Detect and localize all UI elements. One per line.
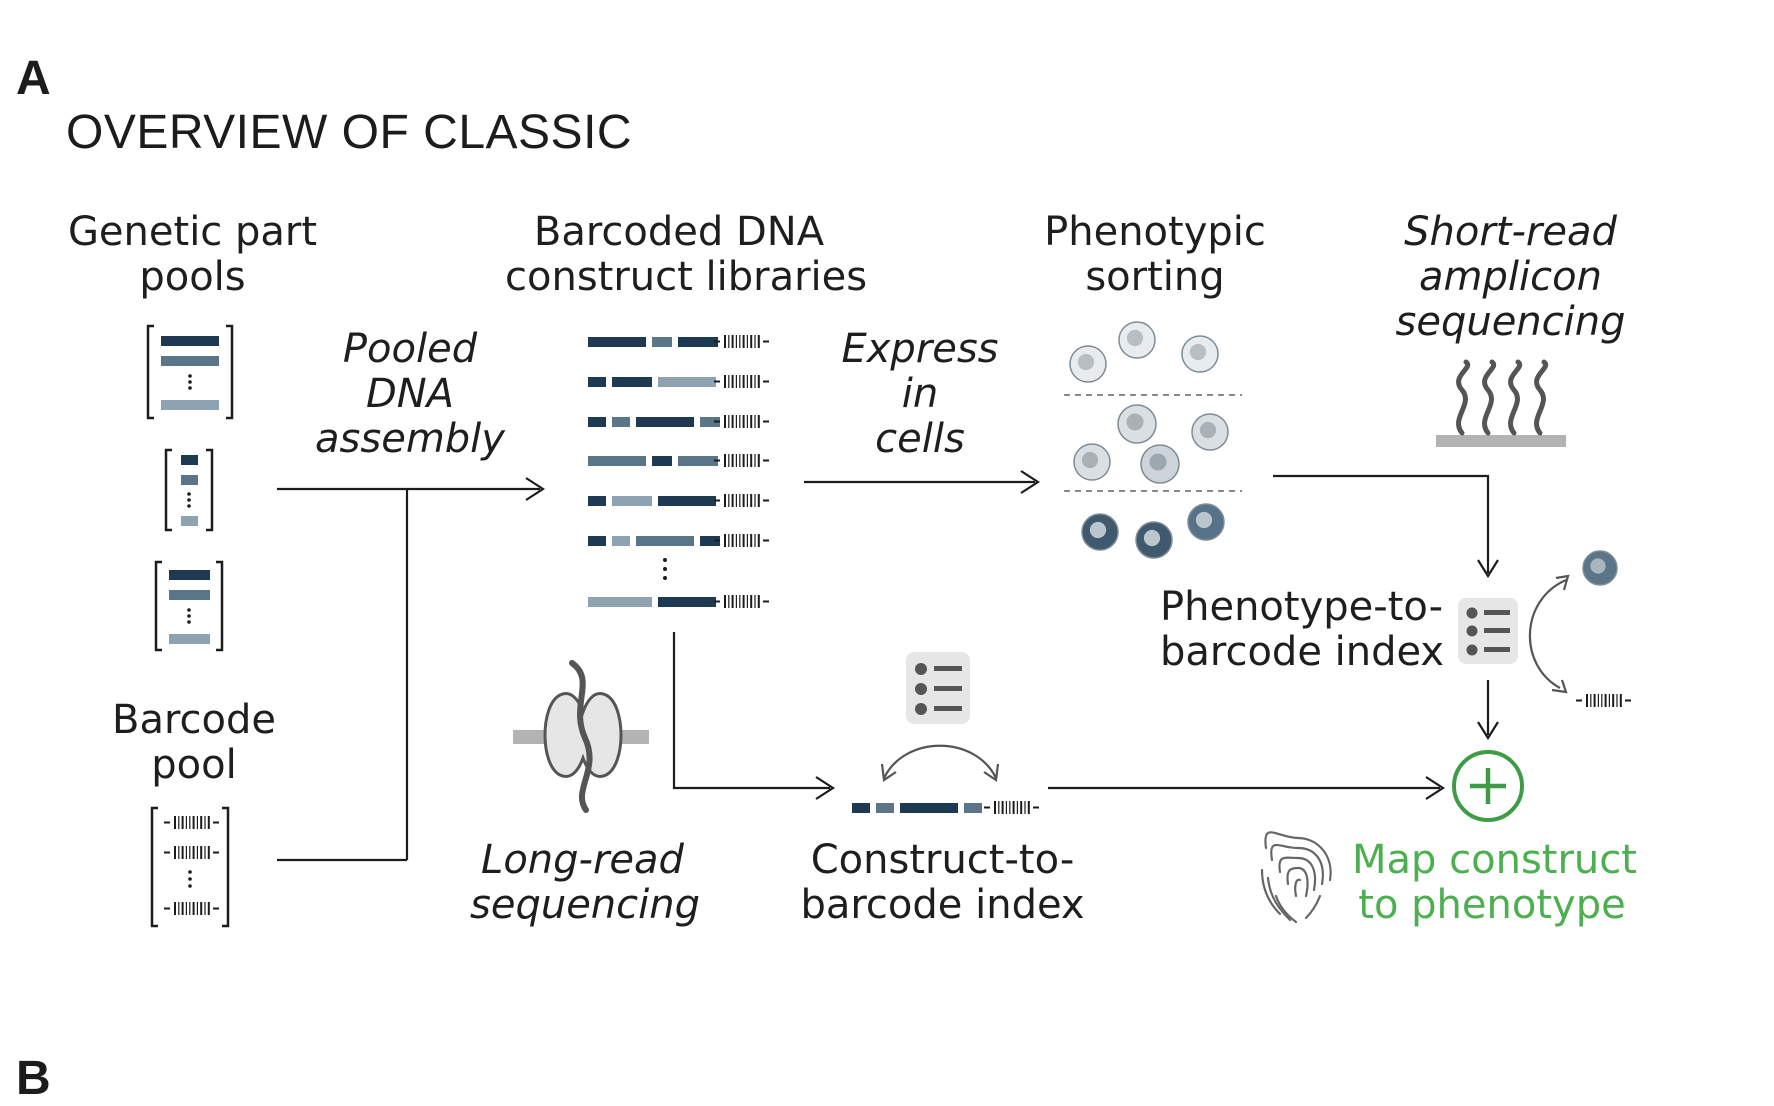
phenotypic-sorting-line-2: sorting bbox=[1085, 253, 1225, 300]
construct-index-line-1: Construct-to- bbox=[810, 837, 1075, 883]
barcode-icon bbox=[1576, 694, 1631, 707]
part-pool-3-icon bbox=[154, 560, 224, 652]
sorting-to-index-arrow bbox=[1273, 474, 1499, 741]
barcoded-libraries-line-1: Barcoded DNA bbox=[533, 209, 825, 255]
construct-library-icon bbox=[588, 335, 769, 608]
map-construct-label: Map construct to phenotype bbox=[1352, 837, 1637, 928]
barcode-pool-label: Barcode pool bbox=[100, 698, 288, 788]
cell-icon bbox=[1069, 345, 1107, 383]
express-in-cells-line-1: Express bbox=[841, 326, 999, 372]
map-construct-line-2: to phenotype bbox=[1358, 881, 1626, 928]
cell-icon bbox=[1582, 550, 1618, 586]
nanopore-icon bbox=[513, 660, 649, 813]
short-read-line-1: Short-read bbox=[1404, 209, 1617, 255]
part-pool-2-icon bbox=[164, 448, 214, 532]
construct-swap-arrow-icon bbox=[880, 744, 1000, 782]
genetic-part-pools-line-2: pools bbox=[139, 253, 246, 300]
construct-row bbox=[588, 335, 769, 348]
barcoded-libraries-label: Barcoded DNA construct libraries bbox=[505, 209, 868, 300]
cell-icon bbox=[1135, 521, 1173, 559]
express-in-cells-line-2: in bbox=[901, 370, 939, 417]
phenotype-index-line-1: Phenotype-to- bbox=[1160, 584, 1444, 630]
part-pool-1-icon bbox=[146, 324, 234, 420]
panel-letter: A bbox=[16, 52, 51, 105]
cell-icon bbox=[1181, 335, 1219, 373]
cell-icon bbox=[1191, 413, 1229, 451]
pooled-dna-assembly-label: Pooled DNA assembly bbox=[310, 327, 510, 461]
phenotypic-sorting-label: Phenotypic sorting bbox=[1040, 210, 1270, 300]
barcode-icon bbox=[164, 846, 219, 859]
cell-icon bbox=[1073, 443, 1111, 481]
workflow-diagram: A OVERVIEW OF CLASSIC B Genetic part poo… bbox=[16, 52, 1637, 1105]
barcode-pool-icon bbox=[150, 806, 230, 928]
assembly-connector bbox=[277, 477, 546, 862]
plus-circle-icon bbox=[1452, 750, 1524, 822]
short-read-line-2: amplicon bbox=[1419, 253, 1602, 300]
phenotype-list-icon bbox=[1458, 598, 1518, 664]
genetic-part-pools-line-1: Genetic part bbox=[67, 209, 318, 255]
cell-icon bbox=[1117, 404, 1157, 444]
cell-icon bbox=[1118, 321, 1156, 359]
barcode-icon bbox=[164, 902, 219, 915]
short-read-line-3: sequencing bbox=[1395, 298, 1626, 345]
construct-row bbox=[588, 534, 769, 547]
barcode-pool-line-1: Barcode bbox=[112, 697, 276, 743]
pooled-dna-assembly-line-2: DNA bbox=[365, 370, 455, 417]
express-in-cells-line-3: cells bbox=[875, 415, 965, 462]
construct-index-line-2: barcode index bbox=[800, 881, 1085, 928]
express-arrow-icon bbox=[804, 470, 1041, 494]
long-read-line-2: sequencing bbox=[470, 881, 700, 928]
phenotype-index-line-2: barcode index bbox=[1160, 628, 1445, 675]
pooled-dna-assembly-line-1: Pooled bbox=[342, 326, 478, 372]
map-construct-line-1: Map construct bbox=[1352, 837, 1637, 883]
long-read-line-1: Long-read bbox=[481, 837, 684, 883]
phenotypic-sorting-line-1: Phenotypic bbox=[1044, 209, 1266, 255]
long-read-label: Long-read sequencing bbox=[470, 837, 700, 928]
short-read-label: Short-read amplicon sequencing bbox=[1388, 210, 1633, 344]
sequencer-icon bbox=[1436, 359, 1566, 447]
library-ellipsis bbox=[663, 558, 667, 580]
library-to-index-arrow bbox=[672, 632, 836, 800]
phenotype-index-label: Phenotype-to- barcode index bbox=[1160, 584, 1445, 675]
construct-row bbox=[588, 494, 769, 507]
construct-row bbox=[588, 595, 769, 608]
barcode-icon bbox=[164, 816, 219, 829]
cell-icon bbox=[1140, 444, 1180, 484]
diagram-artwork bbox=[146, 321, 1631, 928]
cell-icon bbox=[1081, 513, 1119, 551]
express-in-cells-label: Express in cells bbox=[835, 327, 1005, 461]
phenotype-cycle-arrow-icon bbox=[1528, 574, 1570, 694]
construct-row bbox=[588, 454, 769, 467]
barcode-pool-line-2: pool bbox=[151, 741, 237, 788]
construct-row bbox=[588, 415, 769, 428]
construct-list-icon bbox=[906, 652, 970, 724]
genetic-part-pools-label: Genetic part pools bbox=[60, 210, 325, 300]
sorted-cells bbox=[1064, 321, 1242, 559]
construct-row bbox=[588, 375, 769, 388]
cell-icon bbox=[1187, 503, 1225, 541]
index-to-map-arrow bbox=[1048, 776, 1446, 800]
pooled-dna-assembly-line-3: assembly bbox=[315, 415, 505, 462]
barcoded-libraries-line-2: construct libraries bbox=[505, 253, 868, 300]
construct-barcode-icon bbox=[852, 801, 1039, 814]
construct-index-label: Construct-to- barcode index bbox=[800, 838, 1085, 928]
fingerprint-icon bbox=[1260, 831, 1332, 924]
panel-title: OVERVIEW OF CLASSIC bbox=[66, 106, 633, 159]
